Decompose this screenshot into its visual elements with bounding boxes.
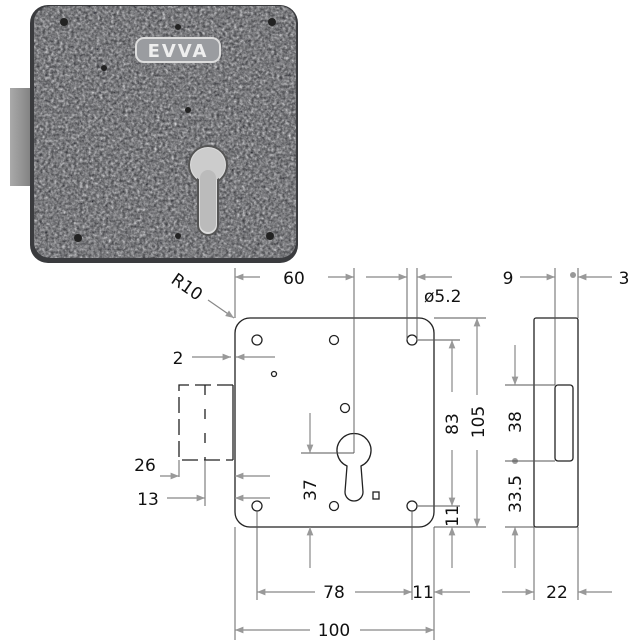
dim-radius: R10 (167, 270, 206, 306)
dim-26: 26 (134, 456, 156, 476)
side-slot (554, 384, 574, 462)
dimension-arrows (160, 273, 612, 634)
front-view (178, 317, 435, 528)
cylinder-photo (188, 145, 228, 236)
dim-11-horizontal: 11 (412, 583, 434, 603)
lock-case-photo (34, 6, 296, 258)
dim-3: 3 (619, 269, 630, 289)
screw-icon (60, 18, 276, 242)
dim-hole-diameter: ø5.2 (424, 287, 461, 307)
keyhole (336, 432, 372, 502)
bolt-outline (178, 384, 233, 461)
mounting-holes (251, 334, 418, 512)
dimension-labels: 60 ø5.2 9 3 R10 2 26 13 37 83 105 38 33.… (134, 269, 629, 640)
dim-37: 37 (301, 479, 321, 501)
dim-60: 60 (283, 269, 305, 289)
evva-logo: EVVA (135, 37, 221, 63)
dim-78: 78 (323, 583, 345, 603)
square-hole (372, 491, 380, 500)
dim-2: 2 (173, 349, 184, 369)
svg-text:EVVA: EVVA (148, 41, 209, 62)
dim-38: 38 (506, 411, 526, 433)
dim-83: 83 (443, 413, 463, 435)
plate-outline (234, 317, 435, 528)
side-view (512, 272, 579, 528)
dim-33-5: 33.5 (506, 475, 526, 513)
dim-100: 100 (318, 621, 350, 640)
dim-22: 22 (546, 583, 568, 603)
lock-photo: EVVA (10, 5, 298, 263)
dim-13: 13 (137, 490, 159, 510)
dim-11-vertical: 11 (443, 505, 463, 527)
dim-105: 105 (469, 406, 489, 438)
case-side-outline (533, 317, 579, 528)
dim-9: 9 (503, 269, 514, 289)
